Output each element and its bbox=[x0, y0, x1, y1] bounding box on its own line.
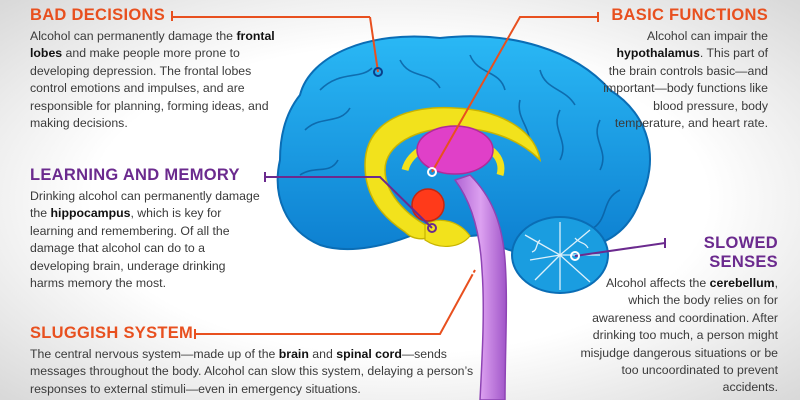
term-hippocampus: hippocampus bbox=[50, 206, 131, 221]
callout-body: Drinking alcohol can permanently damage … bbox=[30, 189, 260, 291]
callout-title: SLUGGISH SYSTEM bbox=[30, 324, 194, 342]
callout-body: The central nervous system—made up of th… bbox=[30, 347, 474, 396]
connector-bad-decisions bbox=[172, 16, 370, 18]
term-hypothalamus: hypothalamus bbox=[616, 46, 700, 61]
callout-title: BAD DECISIONS bbox=[30, 6, 165, 24]
callout-body: Alcohol affects the cerebellum, which th… bbox=[580, 276, 778, 395]
hippocampus bbox=[411, 188, 445, 222]
callout-title: BASIC FUNCTIONS bbox=[611, 6, 768, 24]
term-frontal-lobes: frontal lobes bbox=[30, 29, 275, 61]
callout-bad-decisions: BAD DECISIONS Alcohol can permanently da… bbox=[30, 6, 280, 132]
callout-body: Alcohol can impair the hypothalamus. Thi… bbox=[603, 29, 768, 131]
callout-sluggish-system: SLUGGISH SYSTEM The central nervous syst… bbox=[30, 324, 480, 398]
callout-basic-functions: BASIC FUNCTIONS Alcohol can impair the h… bbox=[600, 6, 768, 132]
callout-body: Alcohol can permanently damage the front… bbox=[30, 29, 275, 131]
term-spinal-cord: spinal cord bbox=[336, 347, 402, 361]
brainstem bbox=[453, 174, 508, 400]
connector-tick-bad-decisions bbox=[171, 11, 173, 21]
hypothalamus bbox=[416, 125, 494, 175]
callout-learning-memory: LEARNING AND MEMORY Drinking alcohol can… bbox=[30, 166, 262, 292]
term-brain: brain bbox=[278, 347, 309, 361]
callout-title: LEARNING AND MEMORY bbox=[30, 166, 240, 184]
term-cerebellum: cerebellum bbox=[709, 276, 775, 290]
